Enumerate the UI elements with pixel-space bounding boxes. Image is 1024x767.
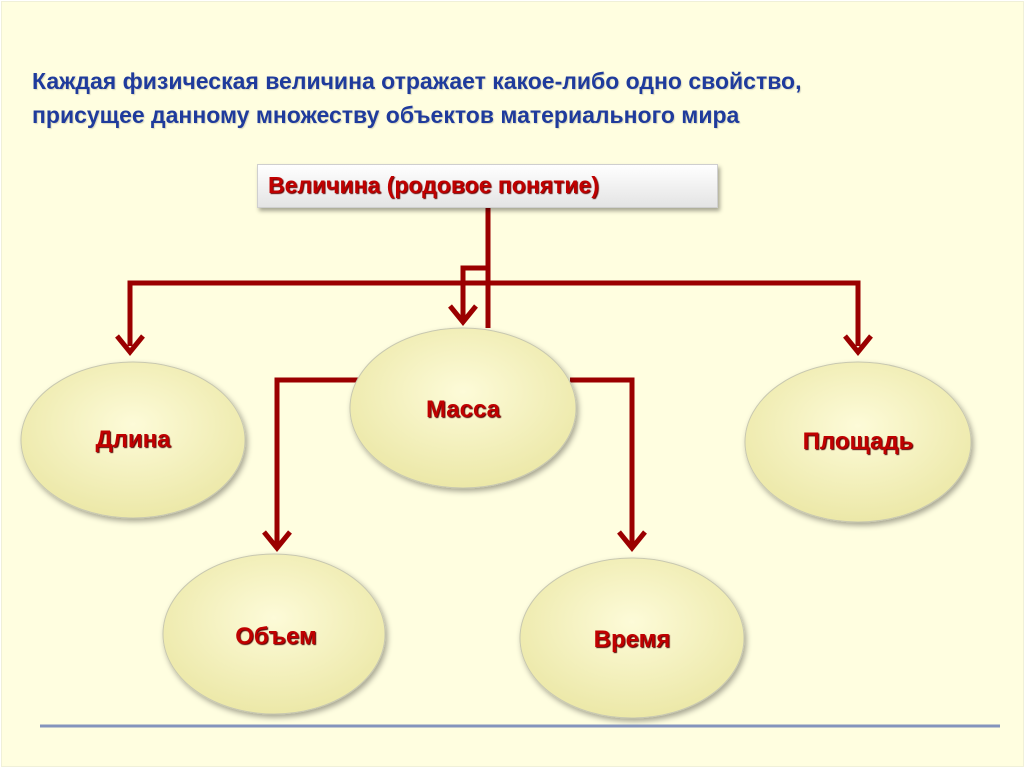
arrow-head-time — [617, 530, 647, 552]
arrow-head-mass — [448, 304, 478, 326]
ellipse-time — [519, 557, 745, 719]
node-time: Время — [593, 626, 671, 653]
arrow-head-area — [843, 334, 873, 356]
ellipse-mass — [349, 327, 577, 489]
node-area: Площадь — [802, 428, 914, 455]
arrow-head-length — [115, 334, 145, 356]
node-mass: Масса — [426, 396, 500, 423]
root-concept-box: Величина (родовое понятие) — [257, 164, 718, 208]
slide-title: Каждая физическая величина отражает како… — [32, 64, 1012, 132]
title-line-2: присущее данному множеству объектов мате… — [32, 102, 740, 128]
ellipse-area — [744, 361, 972, 523]
connector-mass-time — [570, 377, 635, 548]
ellipse-length — [20, 361, 246, 519]
ellipse-volume — [162, 553, 386, 715]
connector-horizontal — [127, 280, 861, 346]
connector-mass-loop — [460, 265, 488, 322]
node-volume: Объем — [235, 623, 317, 650]
connector-mass-volume — [274, 377, 358, 548]
node-length: Длина — [95, 426, 171, 453]
arrow-head-volume — [262, 530, 292, 552]
title-line-1: Каждая физическая величина отражает како… — [32, 68, 802, 94]
root-label: Величина (родовое понятие) — [268, 172, 599, 198]
